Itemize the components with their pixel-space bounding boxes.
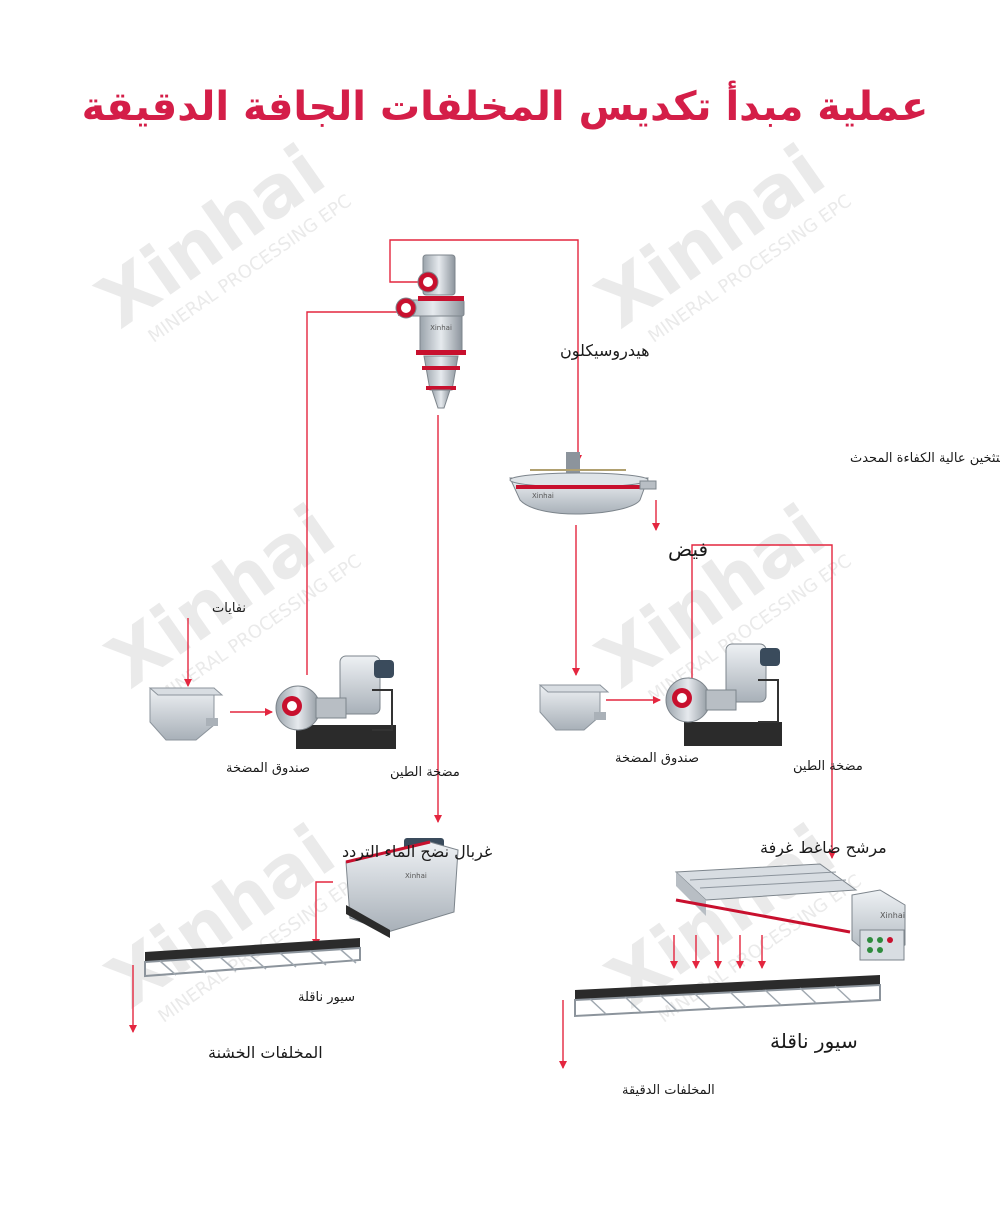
- dewatering-screen-brand: Xinhai: [405, 872, 427, 880]
- dewatering-screen: Xinhai: [345, 838, 459, 938]
- slurry-pump-left-label: مضخة الطين: [390, 765, 460, 780]
- watermark-top-left: Xinhai MINERAL PROCESSING EPC: [82, 128, 356, 347]
- flow-cyclone-overflow-to-thickener: [389, 239, 582, 463]
- overflow-label: فيض: [668, 537, 708, 561]
- slurry-pump-left: [275, 655, 396, 749]
- tailings-label: نفايات: [212, 601, 246, 616]
- slurry-box-left: [148, 687, 224, 741]
- hydrocyclone: Xinhai: [395, 254, 466, 409]
- thickener-label: خزان التثخين عالية الكفاءة المحدث: [850, 451, 1000, 466]
- diagram-title: عملية مبدأ تكديس المخلفات الجافة الدقيقة: [82, 80, 929, 130]
- flow-screen-to-conveyor: [312, 881, 333, 947]
- belt-conveyor-right: [574, 975, 881, 1018]
- belt-conveyor-left-label: سيور ناقلة: [298, 990, 355, 1005]
- filter-press-label: مرشح ضاغط غرفة: [760, 838, 887, 858]
- flow-pump-to-filter-press: [691, 544, 836, 859]
- slurry-pump-right: [665, 643, 782, 746]
- filter-press: Xinhai: [674, 863, 906, 961]
- thickener-brand: Xinhai: [532, 492, 554, 500]
- flow-pump-to-cyclone: [306, 308, 406, 675]
- fine-tailings-label: المخلفات الدقيقة: [622, 1083, 715, 1098]
- slurry-box-right: [538, 684, 610, 731]
- watermark-top-right: Xinhai MINERAL PROCESSING EPC: [582, 128, 856, 347]
- hydrocyclone-brand: Xinhai: [430, 324, 452, 332]
- belt-conveyor-left: [144, 938, 361, 978]
- hydrocyclone-label: هيدروسيكلون: [560, 341, 650, 361]
- slurry-box-right-label: صندوق المضخة: [615, 751, 699, 766]
- coarse-tailings-label: المخلفات الخشنة: [208, 1043, 323, 1062]
- watermark-mid-right: Xinhai MINERAL PROCESSING EPC: [582, 488, 856, 707]
- filter-press-brand: Xinhai: [880, 911, 905, 920]
- dewatering-screen-label: غربال نضح الماء التردد: [342, 842, 492, 862]
- slurry-box-left-label: صندوق المضخة: [226, 761, 310, 776]
- thickener: Xinhai: [509, 452, 657, 515]
- belt-conveyor-right-label: سيور ناقلة: [770, 1029, 858, 1053]
- slurry-pump-right-label: مضخة الطين: [793, 759, 863, 774]
